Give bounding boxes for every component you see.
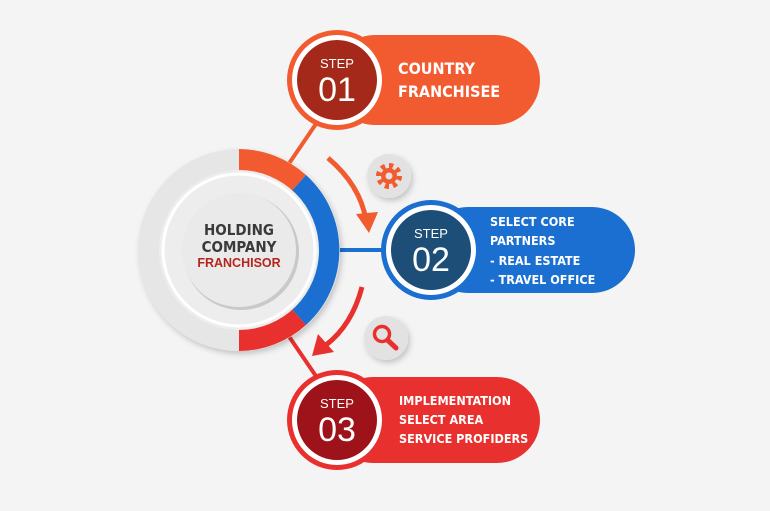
- hub-title-line1: HOLDING: [204, 221, 274, 239]
- step-01-label: STEP: [320, 56, 354, 71]
- step-01-text-1: COUNTRY: [398, 59, 476, 78]
- step-03-card: [287, 370, 540, 470]
- hub-circle: [138, 149, 340, 351]
- step-02-text-3: - REAL ESTATE: [490, 253, 580, 268]
- step-01-text-2: FRANCHISEE: [398, 82, 500, 101]
- step-03-text-1: IMPLEMENTATION: [399, 393, 511, 408]
- magnifier-icon: [364, 316, 408, 360]
- step-02-number: 02: [412, 241, 450, 279]
- gear-icon: [367, 154, 411, 198]
- step-02-text-1: SELECT CORE: [490, 214, 575, 229]
- step-02-text-4: - TRAVEL OFFICE: [490, 272, 595, 287]
- step-02-card: [381, 200, 635, 300]
- hub-title-line2: COMPANY: [202, 238, 277, 256]
- connector-step3: [286, 333, 322, 384]
- step-02-label: STEP: [414, 226, 448, 241]
- step-01-card: [287, 30, 540, 130]
- step-03-text-2: SELECT AREA: [399, 412, 484, 427]
- step-03-number: 03: [318, 411, 356, 449]
- arrow-step2-to-step3: [312, 286, 365, 356]
- step-02-text-2: PARTNERS: [490, 233, 555, 248]
- step-03-text-3: SERVICE PROFIDERS: [399, 431, 528, 446]
- step-01-number: 01: [318, 71, 356, 109]
- arrow-step1-to-step2: [326, 156, 378, 233]
- connector-step1: [286, 116, 322, 167]
- hub-subtitle: FRANCHISOR: [197, 256, 280, 270]
- step-03-label: STEP: [320, 396, 354, 411]
